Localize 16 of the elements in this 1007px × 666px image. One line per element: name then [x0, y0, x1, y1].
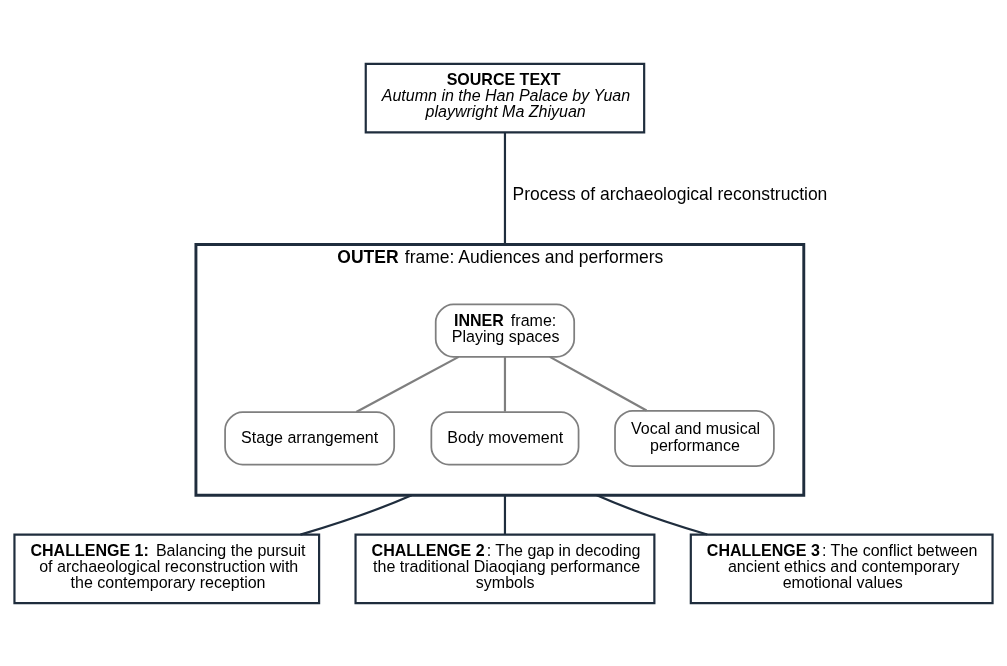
node-box: CHALLENGE 1: Balancing the pursuit of archaeological reconstruction with the contemporary reception [13, 533, 321, 604]
node-box: Stage arrangement [224, 410, 396, 466]
connector [300, 493, 413, 536]
edge-label: Process of archaeological reconstruction [512, 183, 828, 204]
node-box: CHALLENGE 3: The conflict between ancient ethics and contemporary emotional values [689, 533, 994, 604]
node-box: INNER frame: Playing spaces [434, 302, 576, 358]
node-box: Vocal and musical performance [614, 409, 775, 467]
connector [503, 356, 507, 412]
node-box: CHALLENGE 2: The gap in decoding the traditional Diaoqiang performance symbols [354, 533, 656, 604]
connector [503, 131, 507, 245]
connector [596, 493, 708, 536]
node-box: Body movement [430, 410, 580, 466]
connector [549, 355, 648, 411]
node-box: SOURCE TEXT Autumn in the Han Palace by Yuan playwright Ma Zhiyuan [364, 62, 646, 133]
connector [355, 355, 460, 413]
connector [503, 494, 507, 535]
